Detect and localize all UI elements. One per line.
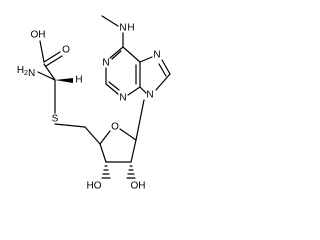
atom-label-nh-h: H [127, 23, 134, 34]
atom-label-h: H [75, 75, 82, 86]
atom-label-ho: HO [87, 181, 102, 192]
bond-alpha-h-wedge [55, 78, 73, 83]
bond-c5-c6 [122, 46, 141, 63]
atom-label-h2n: H2N [17, 65, 35, 79]
bond-ch2-c4 [84, 126, 101, 145]
atom-label-nh-n: N [119, 23, 126, 34]
bond-c2-n3-b [108, 81, 120, 91]
atom-label-n7: N [153, 50, 160, 61]
bond-cooh-c-o-double-b [45, 55, 63, 67]
bond-c1-c2 [130, 139, 137, 163]
bond-c2-n3-a [105, 83, 119, 95]
structure-svg: OH O H2N H S O HO OH N H N N N N [17, 15, 171, 192]
atom-label-s: S [52, 114, 59, 125]
bond-nh-ch3 [101, 15, 119, 27]
bond-c3-c4 [99, 143, 107, 163]
bond-cooh-c-o-double-a [43, 51, 61, 63]
bond-carboxyl-to-alpha [43, 63, 56, 81]
bond-n7-c8-b [158, 63, 167, 77]
bond-o-c1 [119, 128, 137, 141]
atom-label-n9: N [146, 90, 153, 101]
bond-alpha-n [37, 71, 56, 81]
atom-label-o-carbonyl: O [62, 45, 70, 56]
bond-c1-n9 [135, 99, 145, 141]
bond-n9-c4 [139, 86, 147, 94]
bond-c6-n1 [109, 46, 124, 59]
bond-c3-oh-hash [101, 165, 111, 179]
bond-c2-oh-hash [126, 165, 136, 179]
atom-label-o-ring: O [111, 122, 119, 133]
bond-n7-c8-a [161, 59, 171, 75]
atom-label-n3: N [119, 93, 126, 104]
bond-c8-n9 [155, 73, 171, 91]
bond-s-ch2 [54, 123, 86, 128]
bond-n3-c4 [127, 86, 141, 96]
chemical-structure-diagram: OH O H2N H S O HO OH N H N N N N [17, 15, 171, 192]
atom-label-oh: OH [131, 181, 146, 192]
atom-label-n1: N [102, 58, 109, 69]
bond-cooh-oh [39, 40, 45, 63]
bond-c5-n7 [139, 56, 153, 63]
bond-c4-o [99, 130, 111, 145]
atom-label-oh-acid: OH [31, 30, 46, 41]
bond-c6-n1-inner [111, 50, 122, 60]
